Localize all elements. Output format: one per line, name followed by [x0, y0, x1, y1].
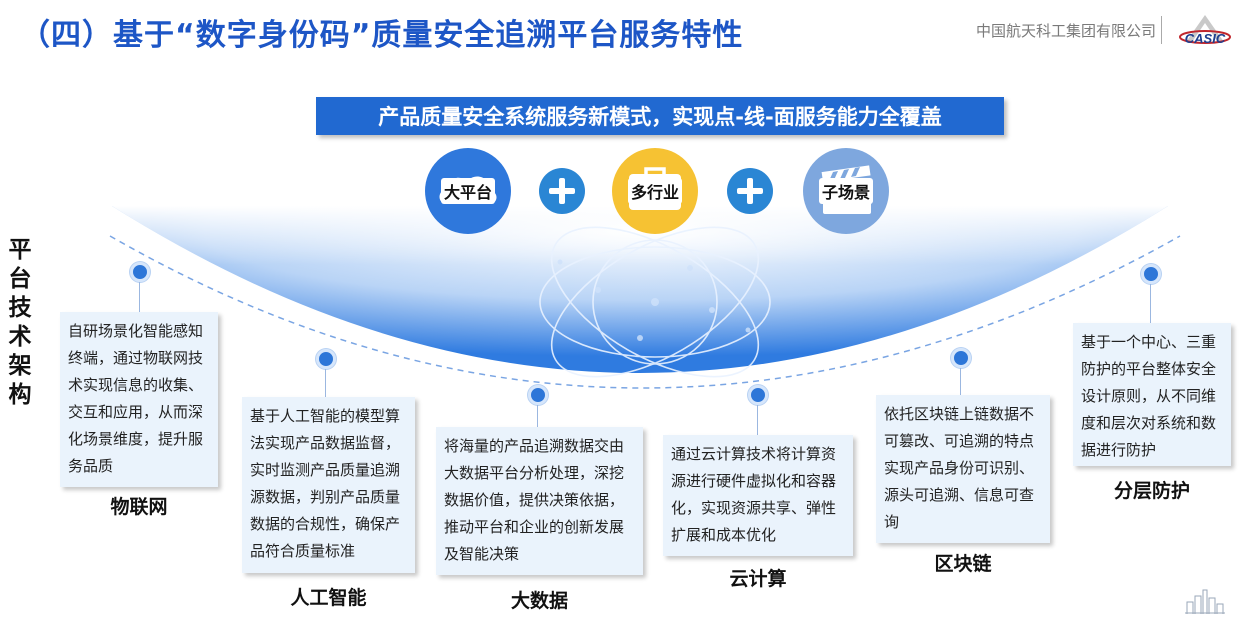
feature-node [951, 348, 971, 368]
feature-node [1141, 264, 1161, 284]
pillar-industry-label: 多行业 [627, 178, 682, 204]
feature-label-protection: 分层防护 [1113, 480, 1190, 502]
banner: 产品质量安全系统服务新模式，实现点-线-面服务能力全覆盖 [316, 97, 1004, 135]
page-title: （四）基于“数字身份码”质量安全追溯平台服务特性 [20, 18, 744, 53]
header-divider [1161, 16, 1162, 44]
feature-node [748, 385, 768, 405]
feature-card-protection: 基于一个中心、三重防护的平台整体安全设计原则，从不同维度和层次对系统和数据进行防… [1073, 323, 1231, 466]
feature-label-cloud: 云计算 [729, 568, 787, 590]
building-icon [1185, 589, 1225, 614]
vertical-title: 平台技术架构 [8, 237, 32, 408]
feature-stem [537, 405, 538, 427]
feature-card-iot: 自研场景化智能感知终端，通过物联网技术实现信息的收集、交互和应用，从而深化场景维… [60, 312, 218, 487]
feature-label-iot: 物联网 [110, 496, 168, 518]
feature-stem [1150, 284, 1151, 323]
feature-text: 依托区块链上链数据不可篡改、可追溯的特点实现产品身份可识别、源头可追溯、信息可查… [884, 405, 1035, 531]
feature-text: 基于人工智能的模型算法实现产品数据监督，实时监测产品质量追溯源数据，判别产品质量… [250, 407, 401, 560]
pillar-scenario: 子场景 [803, 148, 889, 234]
feature-text: 通过云计算技术将计算资源进行硬件虚拟化和容器化，实现资源共享、弹性扩展和成本优化 [671, 445, 837, 544]
feature-card-bigdata: 将海量的产品追溯数据交由大数据平台分析处理，深挖数据价值，提供决策依据，推动平台… [436, 427, 643, 575]
feature-text: 自研场景化智能感知终端，通过物联网技术实现信息的收集、交互和应用，从而深化场景维… [68, 322, 204, 475]
feature-stem [757, 405, 758, 435]
feature-card-blockchain: 依托区块链上链数据不可篡改、可追溯的特点实现产品身份可识别、源头可追溯、信息可查… [876, 395, 1050, 543]
feature-label-bigdata: 大数据 [510, 590, 568, 612]
feature-text: 基于一个中心、三重防护的平台整体安全设计原则，从不同维度和层次对系统和数据进行防… [1081, 333, 1217, 459]
feature-stem [960, 368, 961, 395]
feature-card-cloud: 通过云计算技术将计算资源进行硬件虚拟化和容器化，实现资源共享、弹性扩展和成本优化 [663, 435, 853, 556]
pillar-industry: 多行业 [612, 148, 698, 234]
plus-icon [539, 168, 585, 214]
feature-node [528, 385, 548, 405]
feature-card-ai: 基于人工智能的模型算法实现产品数据监督，实时监测产品质量追溯源数据，判别产品质量… [242, 397, 415, 573]
feature-text: 将海量的产品追溯数据交由大数据平台分析处理，深挖数据价值，提供决策依据，推动平台… [444, 437, 625, 563]
feature-label-ai: 人工智能 [290, 587, 367, 609]
feature-node [130, 262, 150, 282]
feature-label-blockchain: 区块链 [934, 553, 992, 575]
company-name: 中国航天科工集团有限公司 [976, 22, 1157, 40]
casic-logo: CASIC [1179, 15, 1231, 46]
feature-node [316, 349, 336, 369]
plus-icon [727, 168, 773, 214]
pillar-scenario-label: 子场景 [818, 178, 873, 204]
logo-text: CASIC [1185, 31, 1226, 46]
feature-stem [139, 282, 140, 312]
pillar-platform-label: 大平台 [440, 178, 495, 204]
feature-stem [325, 369, 326, 397]
pillar-platform: 大平台 [425, 148, 511, 234]
